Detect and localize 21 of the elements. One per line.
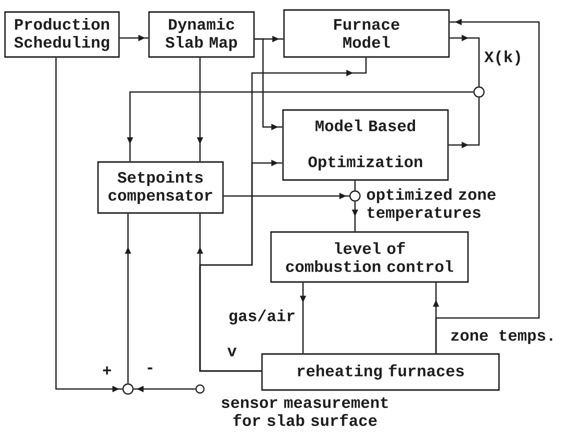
- edge-label: v: [226, 346, 238, 358]
- process-box: level of combustion control: [270, 231, 469, 283]
- process-box: Setpoints compensator: [97, 161, 224, 214]
- arrow: [199, 58, 367, 372]
- note-text: sensor measurement for slab surface: [222, 397, 388, 426]
- edge-label: gas/air: [227, 308, 297, 326]
- junction-circle: [195, 384, 205, 394]
- process-box: Production Scheduling: [4, 11, 120, 58]
- signal-label: optimized zone temperatures: [366, 188, 496, 222]
- process-box: reheating furnaces: [261, 353, 500, 391]
- arrow: [450, 34, 480, 86]
- edge-label: zone temps.: [449, 329, 557, 345]
- process-box: Dynamic Slab Map: [148, 11, 255, 58]
- signal-label: X(k): [484, 50, 520, 66]
- connector-line: [354, 180, 356, 190]
- junction-circle: [122, 383, 134, 395]
- sign-label: -: [148, 367, 152, 370]
- process-box: Furnace Model: [283, 9, 450, 58]
- junction-circle: [349, 190, 361, 202]
- junction-circle: [473, 86, 485, 98]
- sign-label: +: [102, 366, 112, 374]
